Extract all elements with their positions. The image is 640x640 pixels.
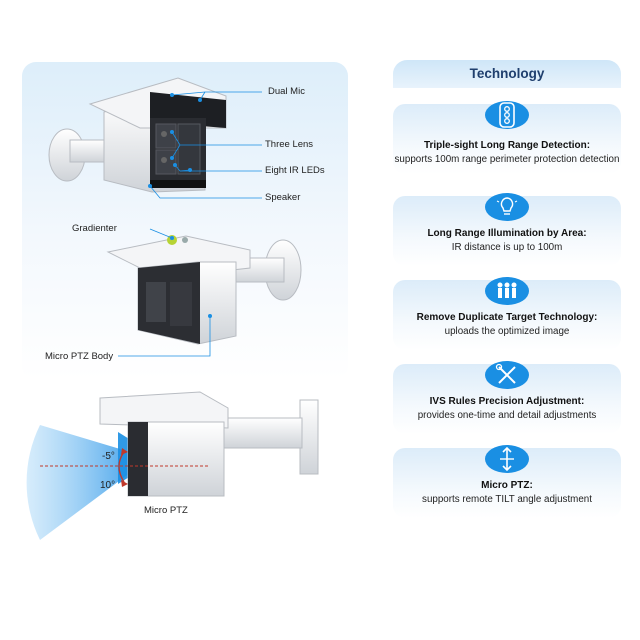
tech-card-desc: uploads the optimized image xyxy=(444,326,570,337)
micro-ptz-view xyxy=(26,391,319,540)
tech-card-title: Remove Duplicate Target Technology: xyxy=(416,312,598,323)
camera-front-view xyxy=(48,77,227,193)
tech-card-remove-duplicate: Remove Duplicate Target Technology: uplo… xyxy=(393,277,621,350)
tech-card-title: IVS Rules Precision Adjustment: xyxy=(429,396,585,407)
tech-card-title: Micro PTZ: xyxy=(481,480,533,491)
people-icon xyxy=(485,277,529,305)
angle-down-label: 10° xyxy=(100,480,116,491)
light-bulb-icon xyxy=(485,193,529,221)
angle-up-label: -5° xyxy=(102,451,115,462)
eight-ir-leds-label: Eight IR LEDs xyxy=(265,165,325,176)
tech-card-title: Triple-sight Long Range Detection: xyxy=(423,140,591,151)
tech-card-triple-sight: Triple-sight Long Range Detection: suppo… xyxy=(393,101,621,174)
dual-mic-label: Dual Mic xyxy=(268,86,305,97)
technology-column: Technology Triple-sight Long Range Detec… xyxy=(393,60,621,520)
micro-ptz-body-label: Micro PTZ Body xyxy=(45,351,114,362)
three-lens-icon xyxy=(485,101,529,129)
speaker-label: Speaker xyxy=(265,192,301,203)
three-lens-label: Three Lens xyxy=(265,139,314,150)
camera-side-view xyxy=(106,235,302,345)
tech-card-ivs-rules: IVS Rules Precision Adjustment: provides… xyxy=(393,361,621,434)
gradienter-label: Gradienter xyxy=(72,223,117,234)
tech-card-desc: supports 100m range perimeter protection… xyxy=(394,154,620,165)
micro-ptz-label: Micro PTZ xyxy=(144,505,188,516)
tech-card-desc: supports remote TILT angle adjustment xyxy=(422,494,592,505)
tech-card-micro-ptz: Micro PTZ: supports remote TILT angle ad… xyxy=(393,445,621,518)
tech-card-desc: provides one-time and detail adjustments xyxy=(417,410,597,421)
tech-card-illumination: Long Range Illumination by Area: IR dist… xyxy=(393,193,621,266)
tools-icon xyxy=(485,361,529,389)
tilt-arrows-icon xyxy=(485,445,529,473)
callout-lines-1 xyxy=(149,91,262,199)
technology-title: Technology xyxy=(393,60,621,88)
tech-card-desc: IR distance is up to 100m xyxy=(451,242,563,253)
tech-card-title: Long Range Illumination by Area: xyxy=(427,228,587,239)
